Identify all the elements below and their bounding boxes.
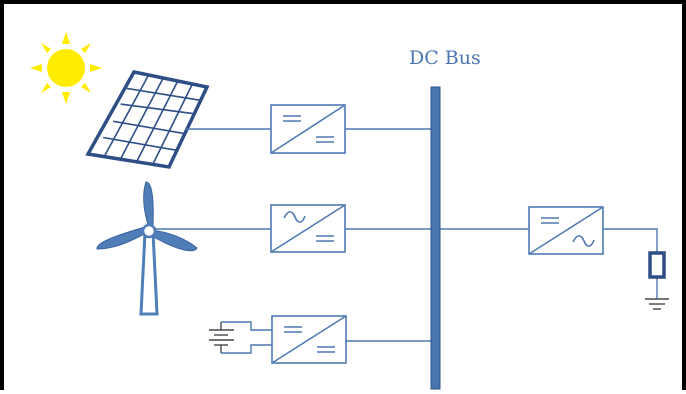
wiring (154, 128, 658, 354)
solar-panel-icon (85, 70, 210, 169)
sun-icon (30, 32, 102, 104)
wind-turbine-icon (96, 181, 198, 316)
ground-icon (645, 298, 669, 310)
dc-bus-bar (430, 86, 441, 390)
load-resistor-icon (648, 251, 666, 279)
dc-dc-converter-battery (271, 315, 347, 364)
dc-ac-converter-output (528, 206, 604, 255)
dc-dc-converter-solar (270, 104, 346, 154)
battery-icon (209, 322, 234, 353)
dc-microgrid-diagram: DC Bus (30, 32, 669, 390)
dc-bus-label: DC Bus (409, 47, 481, 69)
ac-dc-converter-wind (270, 204, 346, 253)
